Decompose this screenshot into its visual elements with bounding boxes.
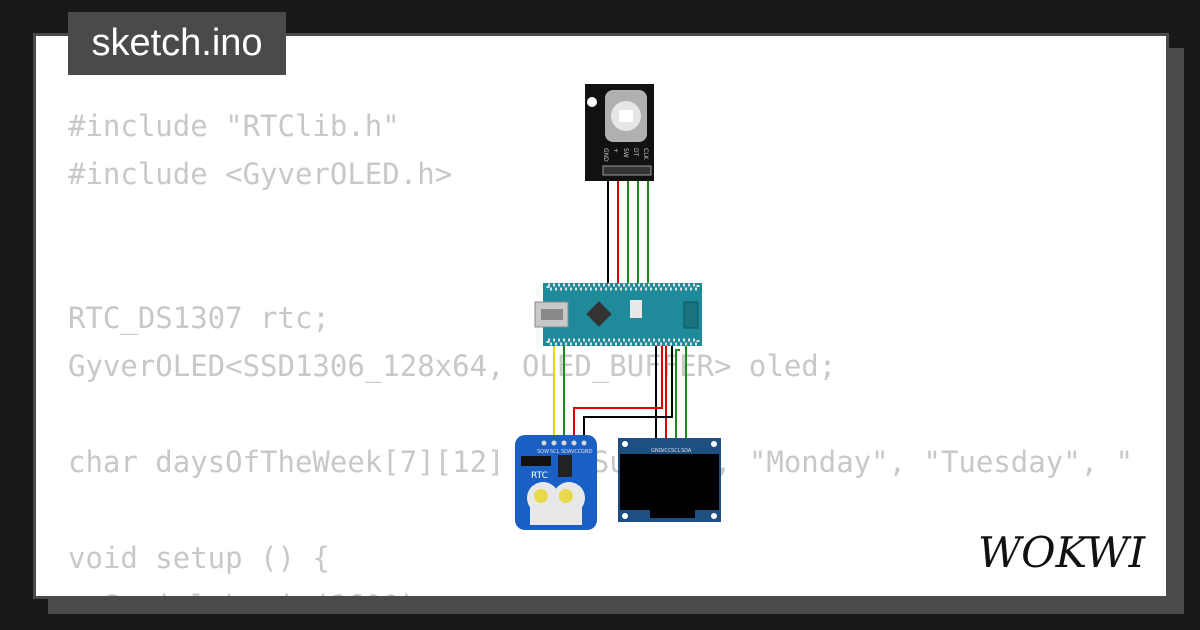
- wire-rtc-gnd: [583, 345, 673, 440]
- code-line: Serial.begin(9600);: [68, 582, 1132, 596]
- rtc-module: RTC SQW SCL SDA VCC GND: [515, 435, 597, 530]
- rtc-pin-label: GND: [581, 449, 593, 455]
- rtc-label: RTC: [531, 471, 548, 481]
- rtc-pin-headers: [541, 440, 587, 446]
- code-line: #include "RTClib.h": [68, 109, 400, 143]
- rtc-pin-label: SDA: [561, 449, 572, 455]
- encoder-pin-label: GND: [602, 148, 609, 162]
- wire-oled-scl: [675, 349, 680, 445]
- oled-pin-label: SCL: [671, 448, 681, 454]
- code-line: GyverOLED<SSD1306_128x64, OLED_BUFFER> o…: [68, 349, 837, 383]
- rtc-pin-label: SQW: [537, 449, 549, 455]
- wokwi-logo: WOKWI: [978, 528, 1147, 575]
- rotary-encoder: GND + SW DT CLK: [585, 84, 654, 181]
- encoder-pin-label: CLK: [642, 148, 649, 161]
- wokwi-logo-text: WOKWI: [978, 528, 1147, 575]
- filename-badge: sketch.ino: [68, 12, 286, 75]
- code-line: #include <GyverOLED.h>: [68, 157, 453, 191]
- oled-display: GND VCC SCL SDA: [618, 438, 721, 522]
- encoder-pin-label: +: [612, 148, 619, 153]
- rtc-pin-label: SCL: [550, 449, 560, 455]
- rtc-pin-label: VCC: [571, 449, 582, 455]
- wire-rtc-vcc: [573, 345, 663, 440]
- oled-pin-label: VCC: [661, 448, 672, 454]
- oled-pin-label: GND: [651, 448, 663, 454]
- code-line: RTC_DS1307 rtc;: [68, 301, 330, 335]
- encoder-pin-label: DT: [632, 148, 639, 157]
- code-line: void setup () {: [68, 541, 330, 575]
- oled-pin-label: SDA: [681, 448, 692, 454]
- encoder-pin-label: SW: [622, 148, 629, 158]
- arduino-nano: [534, 283, 702, 346]
- code-preview: #include "RTClib.h" #include <GyverOLED.h…: [68, 102, 1132, 596]
